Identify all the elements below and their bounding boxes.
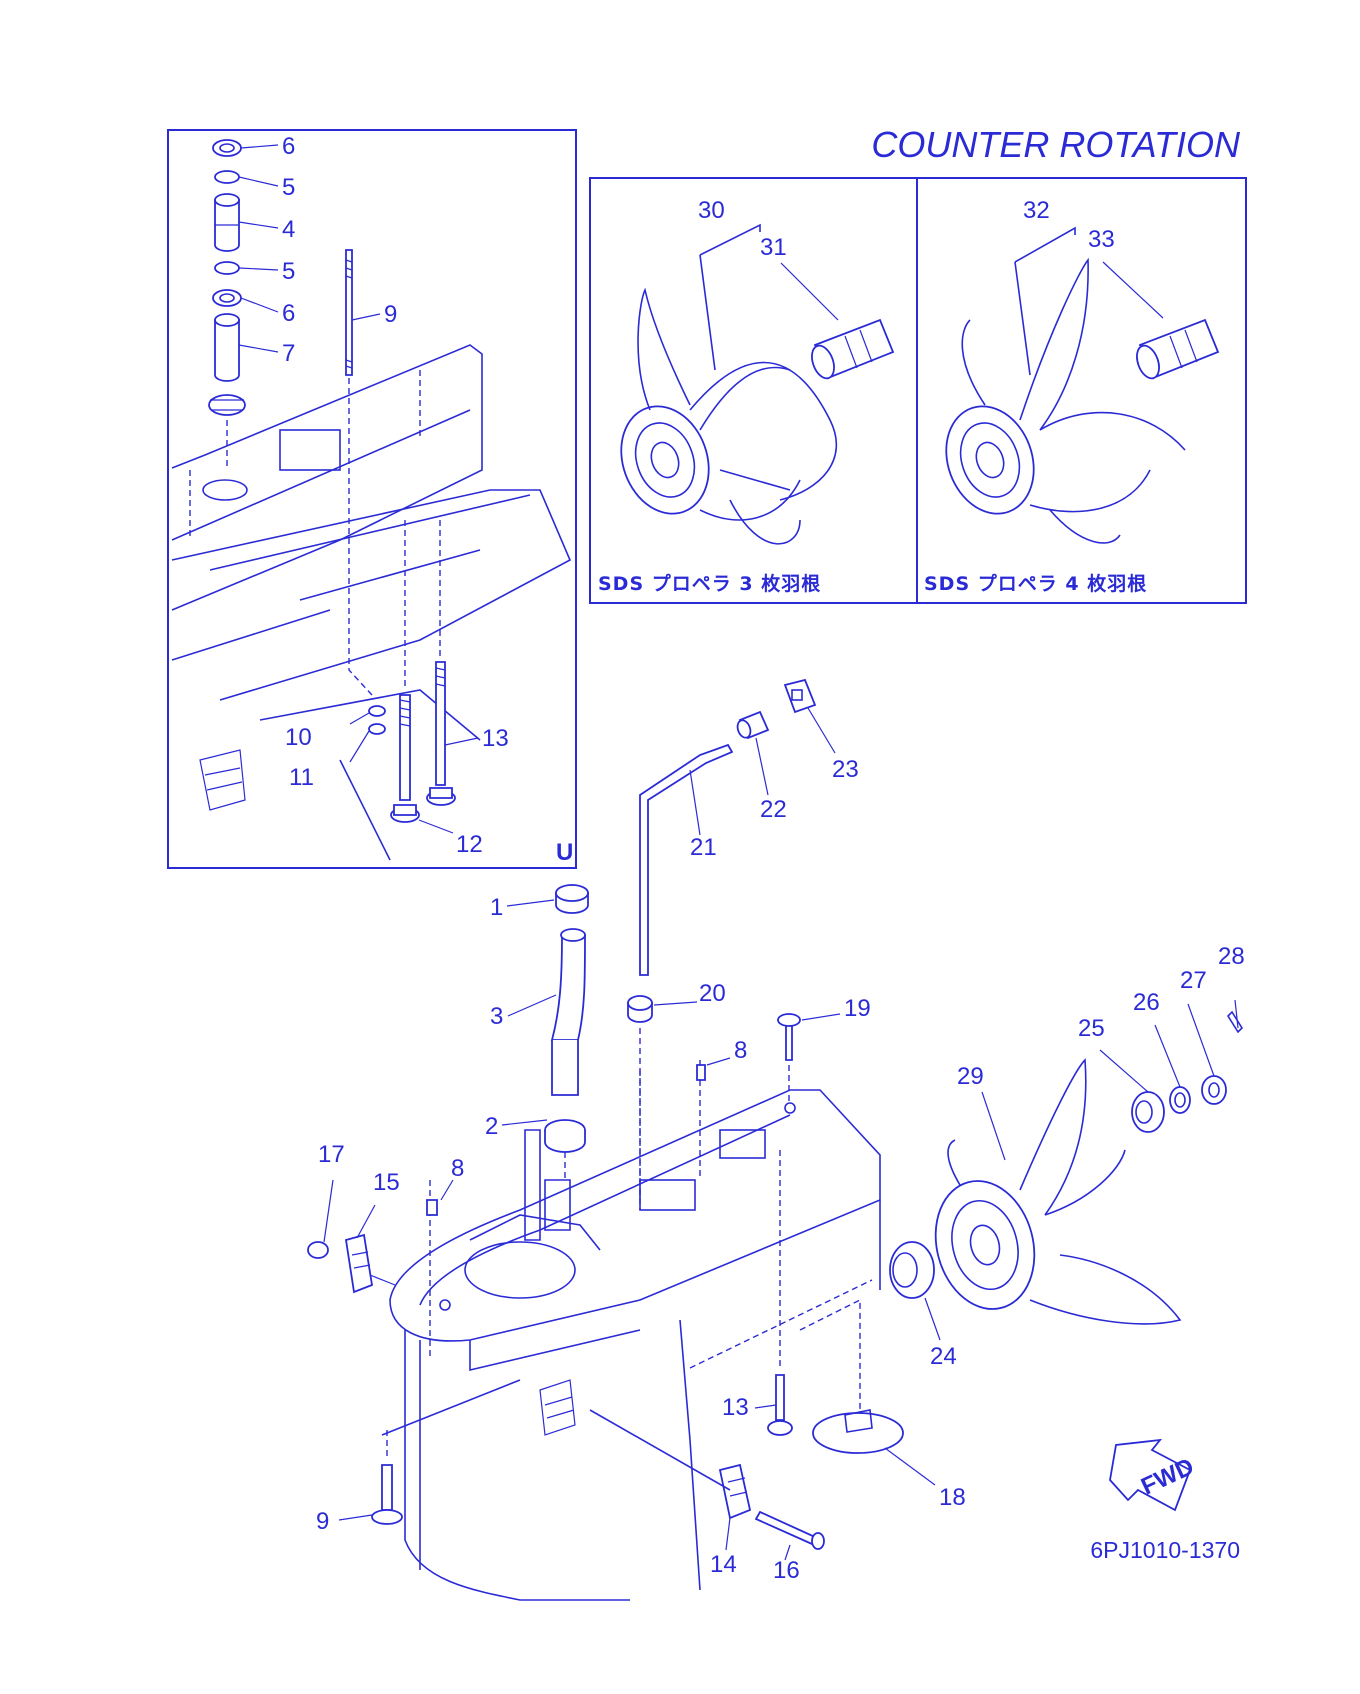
callout-main-23: 23 xyxy=(832,756,859,783)
callout-main-14: 14 xyxy=(710,1551,737,1578)
drawing-code: 6PJ1010-1370 xyxy=(1090,1537,1240,1563)
panel-3-blade-caption: SDS プロペラ 3 枚羽根 xyxy=(598,572,821,595)
panel-4-blade: 32 33 SDS プロペラ 4 枚羽根 xyxy=(924,197,1220,595)
callout-main-1: 1 xyxy=(490,894,503,921)
callout-main-9: 9 xyxy=(316,1508,329,1535)
inset-frame xyxy=(167,129,577,869)
callout-main-28: 28 xyxy=(1218,943,1245,970)
callout-main-21: 21 xyxy=(690,834,717,861)
diagram-title: COUNTER ROTATION xyxy=(871,124,1241,165)
callout-main-25: 25 xyxy=(1078,1015,1105,1042)
inset-leaders xyxy=(238,144,479,834)
callout-inset-5a: 5 xyxy=(282,174,295,201)
main-parts xyxy=(307,678,1244,1550)
callout-main-8a: 8 xyxy=(734,1037,747,1064)
callout-inset-13: 13 xyxy=(482,725,509,752)
callout-part-30: 30 xyxy=(698,197,725,224)
callout-inset-7: 7 xyxy=(282,340,295,367)
callout-main-13: 13 xyxy=(722,1394,749,1421)
callout-main-3: 3 xyxy=(490,1003,503,1030)
callout-main-22: 22 xyxy=(760,796,787,823)
callout-main-16: 16 xyxy=(773,1557,800,1584)
callout-inset-6b: 6 xyxy=(282,300,295,327)
callout-main-15: 15 xyxy=(373,1169,400,1196)
callout-part-32: 32 xyxy=(1023,197,1050,224)
callout-main-24: 24 xyxy=(930,1343,957,1370)
callout-inset-12: 12 xyxy=(456,831,483,858)
lower-casing xyxy=(389,1060,881,1601)
callout-inset-5b: 5 xyxy=(282,258,295,285)
callout-part-31: 31 xyxy=(760,234,787,261)
panel-3-blade: 30 31 SDS プロペラ 3 枚羽根 xyxy=(598,197,895,595)
callout-main-8b: 8 xyxy=(451,1155,464,1182)
callout-inset-4: 4 xyxy=(282,216,295,243)
callout-main-18: 18 xyxy=(939,1484,966,1511)
callout-main-29: 29 xyxy=(957,1063,984,1090)
inset-water-tube-stack xyxy=(208,139,246,470)
inset-code: U xyxy=(556,839,573,866)
callout-inset-6a: 6 xyxy=(282,133,295,160)
callout-inset-9: 9 xyxy=(384,301,397,328)
main-callouts: 1 3 2 20 21 22 23 19 8 8 17 15 28 27 26 … xyxy=(316,756,1245,1584)
inset-upper-casing xyxy=(171,344,572,861)
callout-main-20: 20 xyxy=(699,980,726,1007)
callout-main-27: 27 xyxy=(1180,967,1207,994)
callout-part-33: 33 xyxy=(1088,226,1115,253)
callout-main-17: 17 xyxy=(318,1141,345,1168)
callout-main-2: 2 xyxy=(485,1113,498,1140)
main-leaders xyxy=(323,707,1239,1561)
inset-bolts xyxy=(368,520,456,823)
callout-inset-11: 11 xyxy=(289,764,314,791)
inset-callouts: 6 5 4 5 6 7 9 10 11 13 12 xyxy=(282,133,509,858)
panel-4-blade-caption: SDS プロペラ 4 枚羽根 xyxy=(924,572,1147,595)
fwd-arrow: FWD xyxy=(1109,1438,1198,1512)
callout-main-19: 19 xyxy=(844,995,871,1022)
callout-main-26: 26 xyxy=(1133,989,1160,1016)
inset-stud-9 xyxy=(345,249,373,696)
callout-inset-10: 10 xyxy=(285,724,312,751)
